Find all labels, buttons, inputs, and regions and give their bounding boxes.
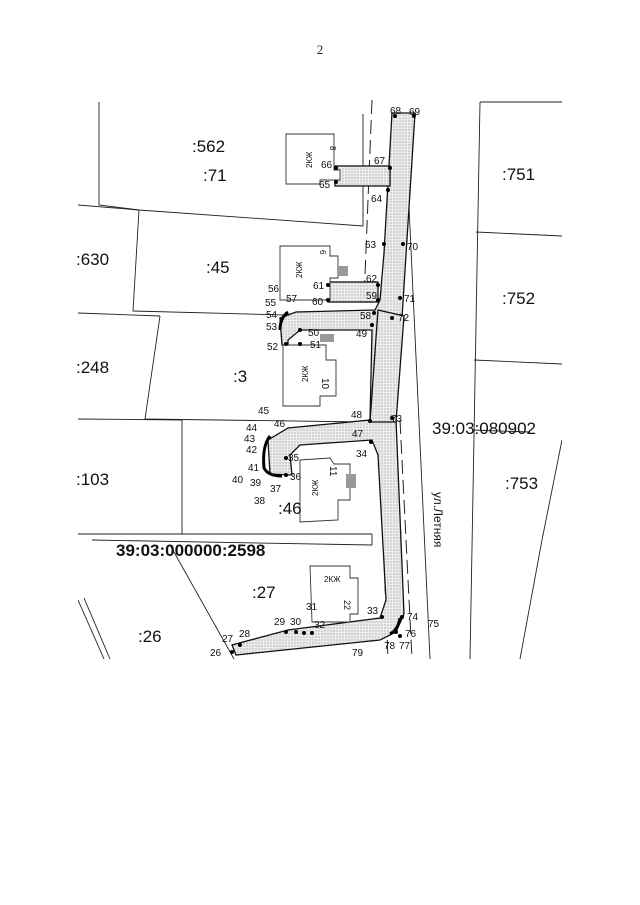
house-number: 6: [318, 250, 327, 255]
point-label: 57: [286, 294, 298, 305]
building-type-label: 2КЖ: [301, 365, 310, 382]
point-label: 32: [314, 620, 326, 631]
point-label: 71: [404, 294, 416, 305]
building-type-label: 2КЖ: [295, 261, 304, 278]
point-label: 37: [270, 484, 282, 495]
building-10: [282, 344, 337, 407]
parcel-label: :752: [502, 289, 535, 308]
parcel-label: :45: [206, 258, 230, 277]
point-label: 44: [246, 423, 258, 434]
parcel-label: :103: [76, 470, 109, 489]
point-labels: 26 27 28 29 30 31 32 33 34 35 36 37 38 3…: [210, 106, 440, 659]
parcel-label: :46: [278, 499, 302, 518]
point-label: 47: [352, 429, 364, 440]
point-label: 45: [258, 406, 270, 417]
parcel-labels: :562 :71 :630 :45 :248 :3 :103 :46 :27 :…: [76, 137, 538, 646]
point-label: 56: [268, 284, 280, 295]
point-label: 78: [384, 641, 396, 652]
point-label: 59: [366, 291, 378, 302]
point-label: 31: [306, 602, 318, 613]
point-label: 66: [321, 160, 333, 171]
point-label: 63: [365, 240, 377, 251]
point-label: 69: [409, 107, 421, 118]
point-label: 65: [319, 180, 331, 191]
point-label: 62: [366, 274, 378, 285]
quarter-code: 39:03:080902: [432, 419, 536, 438]
point-label: 77: [399, 641, 411, 652]
building-annexes: [320, 266, 356, 488]
point-label: 53: [266, 322, 278, 333]
parcel-label: :71: [203, 166, 227, 185]
building-type-label: 2КЖ: [324, 575, 341, 584]
parcel-label: :248: [76, 358, 109, 377]
point-label: 64: [371, 194, 383, 205]
point-label: 50: [308, 328, 320, 339]
point-label: 55: [265, 298, 277, 309]
point-label: 73: [391, 414, 403, 425]
point-label: 54: [266, 310, 278, 321]
buildings: [279, 133, 359, 623]
parcel-label: :753: [505, 474, 538, 493]
point-label: 72: [398, 313, 410, 324]
building-type-label: 2КЖ: [311, 479, 320, 496]
point-label: 40: [232, 475, 244, 486]
point-label: 58: [360, 311, 372, 322]
house-number: 10: [319, 378, 330, 390]
parcel-boundaries-right: [404, 101, 562, 659]
building-labels: 2КЖ 2КЖ 2КЖ 2КЖ 2КЖ 8 6 10 11 22: [295, 146, 352, 610]
point-label: 28: [239, 629, 251, 640]
point-label: 68: [390, 106, 402, 117]
boundary-arcs: [262, 310, 402, 636]
building-6: [279, 245, 339, 301]
parcel-label: :26: [138, 627, 162, 646]
parcel-label: :27: [252, 583, 276, 602]
building-type-label: 2КЖ: [305, 151, 314, 168]
house-number: 22: [342, 600, 352, 610]
building-11: [299, 457, 351, 523]
survey-points: [230, 114, 416, 654]
point-label: 48: [351, 410, 363, 421]
point-label: 49: [356, 329, 368, 340]
page-number: 2: [316, 42, 324, 57]
point-label: 38: [254, 496, 266, 507]
parcel-label: :630: [76, 250, 109, 269]
street-name: ул.Летняя: [431, 492, 445, 547]
point-label: 34: [356, 449, 368, 460]
point-label: 51: [310, 340, 322, 351]
point-label: 36: [290, 472, 302, 483]
point-label: 30: [290, 617, 302, 628]
point-label: 70: [407, 242, 419, 253]
point-label: 46: [274, 419, 286, 430]
point-label: 35: [288, 453, 300, 464]
point-label: 29: [274, 617, 286, 628]
point-label: 79: [352, 648, 364, 659]
building-22: [309, 565, 359, 623]
parcel-label: :3: [233, 367, 247, 386]
point-label: 52: [267, 342, 279, 353]
point-label: 75: [428, 619, 440, 630]
point-label: 60: [312, 297, 324, 308]
point-label: 43: [244, 434, 256, 445]
point-label: 33: [367, 606, 379, 617]
point-label: 74: [407, 612, 419, 623]
main-parcel-code: 39:03:000000:2598: [116, 541, 265, 560]
house-number: 11: [327, 466, 338, 477]
building-8: [285, 133, 341, 185]
point-label: 41: [248, 463, 260, 474]
point-label: 26: [210, 648, 222, 659]
point-label: 39: [250, 478, 262, 489]
point-label: 27: [222, 634, 234, 645]
point-label: 42: [246, 445, 258, 456]
point-label: 67: [374, 156, 386, 167]
parcel-label: :562: [192, 137, 225, 156]
easement-strip: [231, 112, 416, 656]
point-label: 61: [313, 281, 325, 292]
parcel-label: :751: [502, 165, 535, 184]
house-number: 8: [328, 146, 337, 151]
point-label: 76: [405, 629, 417, 640]
